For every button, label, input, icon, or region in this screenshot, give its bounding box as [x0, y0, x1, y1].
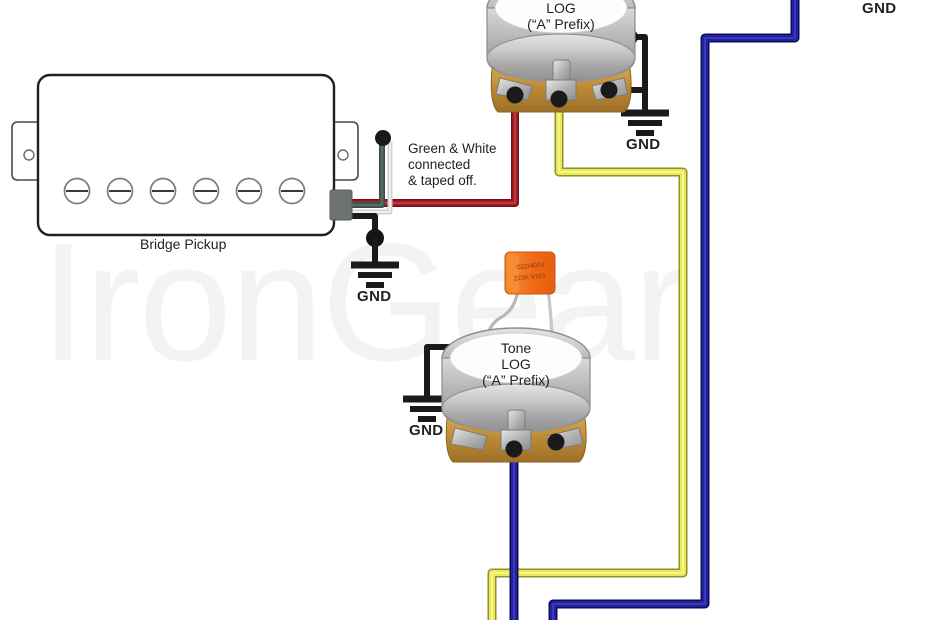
tone-pot-taper: LOG	[501, 356, 531, 372]
wire-coil-white-taped	[345, 142, 393, 215]
wire-volume-wiper-yellow	[487, 100, 688, 620]
gnd-label-tone: GND	[409, 422, 444, 439]
volume-pot-prefix: (“A” Prefix)	[527, 16, 595, 32]
capacitor-text-line1: ·022/400V	[515, 261, 546, 271]
capacitor-text-line2: 223K V101	[513, 272, 546, 282]
bridge-pickup	[11, 73, 359, 237]
taped-off-note-line1: Green & White	[408, 141, 497, 156]
tone-pot-lugs	[450, 427, 584, 458]
pickup-pole-pieces	[63, 177, 306, 205]
taped-off-note-line3: & taped off.	[408, 173, 477, 188]
ground-symbol-pickup	[351, 238, 399, 288]
gnd-label-top-right: GND	[862, 0, 897, 17]
ground-symbol-volume	[621, 109, 669, 136]
wire-hot-red	[345, 96, 519, 207]
volume-potentiometer	[486, 0, 636, 113]
solder-joint-taped-off	[375, 130, 391, 146]
bridge-pickup-label: Bridge Pickup	[140, 236, 227, 252]
tone-pot-name: Tone	[500, 340, 532, 356]
volume-pot-lugs	[495, 77, 629, 108]
wire-output-blue-upper	[548, 0, 800, 620]
wire-coil-green-taped	[345, 140, 385, 208]
volume-pot-taper: LOG	[546, 0, 576, 16]
pickup-cable-exit	[329, 189, 353, 221]
tone-potentiometer	[441, 327, 591, 463]
gnd-label-pickup: GND	[357, 288, 392, 305]
tone-pot-prefix: (“A” Prefix)	[482, 372, 550, 388]
gnd-label-volume: GND	[626, 136, 661, 153]
taped-off-note-line2: connected	[408, 157, 471, 172]
